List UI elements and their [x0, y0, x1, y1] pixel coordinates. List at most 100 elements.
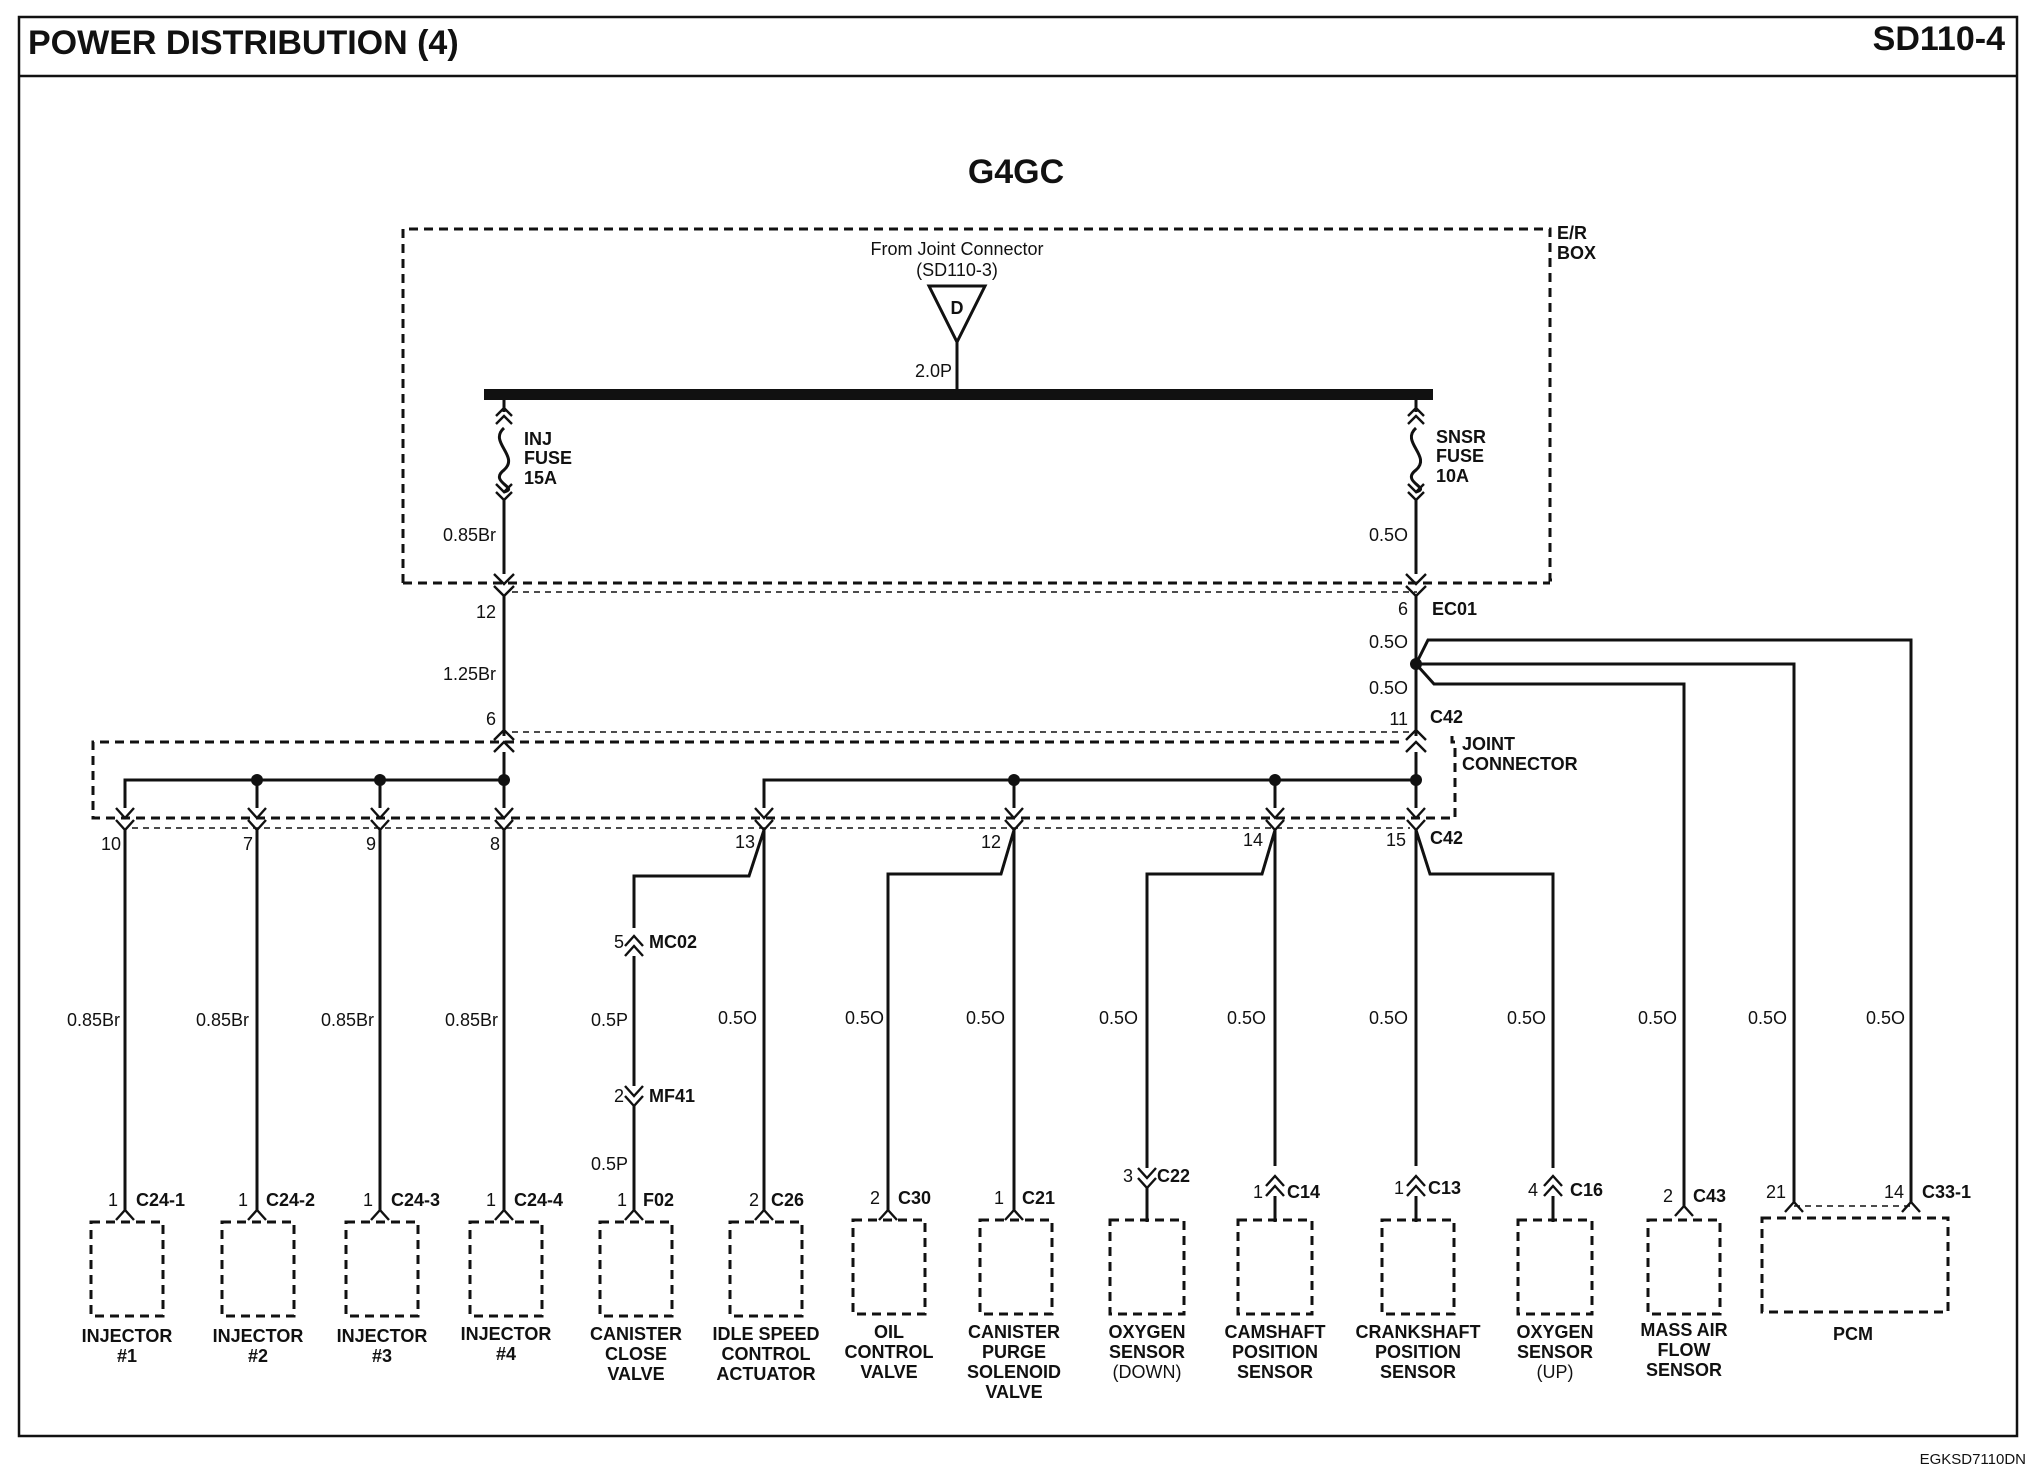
- component-label: FLOW: [1658, 1340, 1711, 1360]
- component-label: #3: [372, 1346, 392, 1366]
- wire-label: 0.5O: [845, 1008, 884, 1028]
- component-label: SENSOR: [1109, 1342, 1185, 1362]
- component-label: SENSOR: [1380, 1362, 1456, 1382]
- component-label: CLOSE: [605, 1344, 667, 1364]
- pin-number: 1: [1253, 1182, 1263, 1202]
- pin-number: 1: [486, 1190, 496, 1210]
- er-box-label: E/R: [1557, 223, 1587, 243]
- component-label: INJECTOR: [82, 1326, 173, 1346]
- wire-label: 0.5P: [591, 1010, 628, 1030]
- component-label: MASS AIR: [1640, 1320, 1727, 1340]
- pin-number: 12: [981, 832, 1001, 852]
- pin-number: 1: [363, 1190, 373, 1210]
- wire-label: 0.85Br: [443, 525, 496, 545]
- connector-name: C16: [1570, 1180, 1603, 1200]
- connector-name: C14: [1287, 1182, 1320, 1202]
- er-box-label: BOX: [1557, 243, 1596, 263]
- component-label: VALVE: [985, 1382, 1042, 1402]
- pin-number: 2: [614, 1086, 624, 1106]
- mf41-connector: [624, 1085, 644, 1108]
- component-label: SOLENOID: [967, 1362, 1061, 1382]
- connector-name: C43: [1693, 1186, 1726, 1206]
- component-label: #1: [117, 1346, 137, 1366]
- component-label: SENSOR: [1646, 1360, 1722, 1380]
- component-label: SENSOR: [1237, 1362, 1313, 1382]
- pin-number: 11: [1389, 709, 1408, 729]
- wire-label: 0.5O: [1866, 1008, 1905, 1028]
- wire-label: 0.5O: [1227, 1008, 1266, 1028]
- component-label: #2: [248, 1346, 268, 1366]
- pin-number: 2: [749, 1190, 759, 1210]
- component-label: INJECTOR: [461, 1324, 552, 1344]
- page-title: POWER DISTRIBUTION (4): [28, 24, 459, 62]
- pin-number: 6: [486, 709, 496, 729]
- connector-name: C33-1: [1922, 1182, 1971, 1202]
- wire-label: 0.5O: [966, 1008, 1005, 1028]
- component-label: OIL: [874, 1322, 904, 1342]
- connector-name: MF41: [649, 1086, 695, 1106]
- wire-label: 0.5O: [1369, 1008, 1408, 1028]
- fuse-label: FUSE: [524, 448, 572, 468]
- pin-number: 9: [366, 834, 376, 854]
- connector-name: C24-1: [136, 1190, 185, 1210]
- component-label: CONTROL: [845, 1342, 934, 1362]
- component-connectors: [115, 1167, 1921, 1222]
- wire-label: 2.0P: [915, 361, 952, 381]
- fuse-label: SNSR: [1436, 427, 1486, 447]
- mc02-connector: [624, 934, 644, 957]
- pin-number: 1: [1394, 1178, 1404, 1198]
- pin-number: 15: [1386, 830, 1406, 850]
- branch-wires: [123, 829, 1555, 1210]
- wire-label: 0.85Br: [445, 1010, 498, 1030]
- sheet-frame: [17, 15, 2019, 1438]
- wire-label: 0.5O: [1369, 525, 1408, 545]
- pin-number: 13: [735, 832, 755, 852]
- wire-label: 0.85Br: [321, 1010, 374, 1030]
- wire-label: 0.5O: [1369, 678, 1408, 698]
- wire-label: 0.5O: [1507, 1008, 1546, 1028]
- connector-name: C24-3: [391, 1190, 440, 1210]
- source-triangle: [926, 284, 988, 346]
- component-label: VALVE: [860, 1362, 917, 1382]
- pin-number: 5: [614, 932, 624, 952]
- wire-label: 0.5O: [1748, 1008, 1787, 1028]
- pin-number: 1: [617, 1190, 627, 1210]
- fuse-label: FUSE: [1436, 446, 1484, 466]
- connector-name: C24-4: [514, 1190, 563, 1210]
- pin-number: 4: [1528, 1180, 1538, 1200]
- pin-number: 1: [238, 1190, 248, 1210]
- component-label: SENSOR: [1517, 1342, 1593, 1362]
- connector-name: MC02: [649, 932, 697, 952]
- component-label: CANISTER: [590, 1324, 682, 1344]
- wire-label: 0.5O: [1099, 1008, 1138, 1028]
- inj-fuse: [495, 400, 513, 574]
- wire-label: 0.5O: [1369, 632, 1408, 652]
- pin-number: 1: [108, 1190, 118, 1210]
- component-label: INJECTOR: [337, 1326, 428, 1346]
- snsr-fuse: [1407, 400, 1425, 574]
- engine-label: G4GC: [968, 153, 1064, 191]
- footer-code: EGKSD7110DN: [1920, 1451, 2026, 1468]
- wire-label: 0.5O: [718, 1008, 757, 1028]
- source-letter: D: [951, 298, 964, 318]
- pin-number: 14: [1243, 830, 1263, 850]
- component-label: OXYGEN: [1108, 1322, 1185, 1342]
- component-label: CONTROL: [722, 1344, 811, 1364]
- component-label: CANISTER: [968, 1322, 1060, 1342]
- joint-connector-label: JOINT: [1462, 734, 1515, 754]
- page-code: SD110-4: [1873, 20, 2005, 58]
- component-label: INJECTOR: [213, 1326, 304, 1346]
- component-label: PURGE: [982, 1342, 1046, 1362]
- pin-number: 12: [476, 602, 496, 622]
- component-label: #4: [496, 1344, 516, 1364]
- pin-number: 8: [490, 834, 500, 854]
- component-label: CRANKSHAFT: [1356, 1322, 1481, 1342]
- connector-name: C24-2: [266, 1190, 315, 1210]
- component-label: CAMSHAFT: [1225, 1322, 1326, 1342]
- component-label: ACTUATOR: [716, 1364, 815, 1384]
- component-label: (DOWN): [1113, 1362, 1182, 1382]
- er-box: [401, 227, 1554, 593]
- component-label: OXYGEN: [1516, 1322, 1593, 1342]
- fuse-label: 15A: [524, 468, 557, 488]
